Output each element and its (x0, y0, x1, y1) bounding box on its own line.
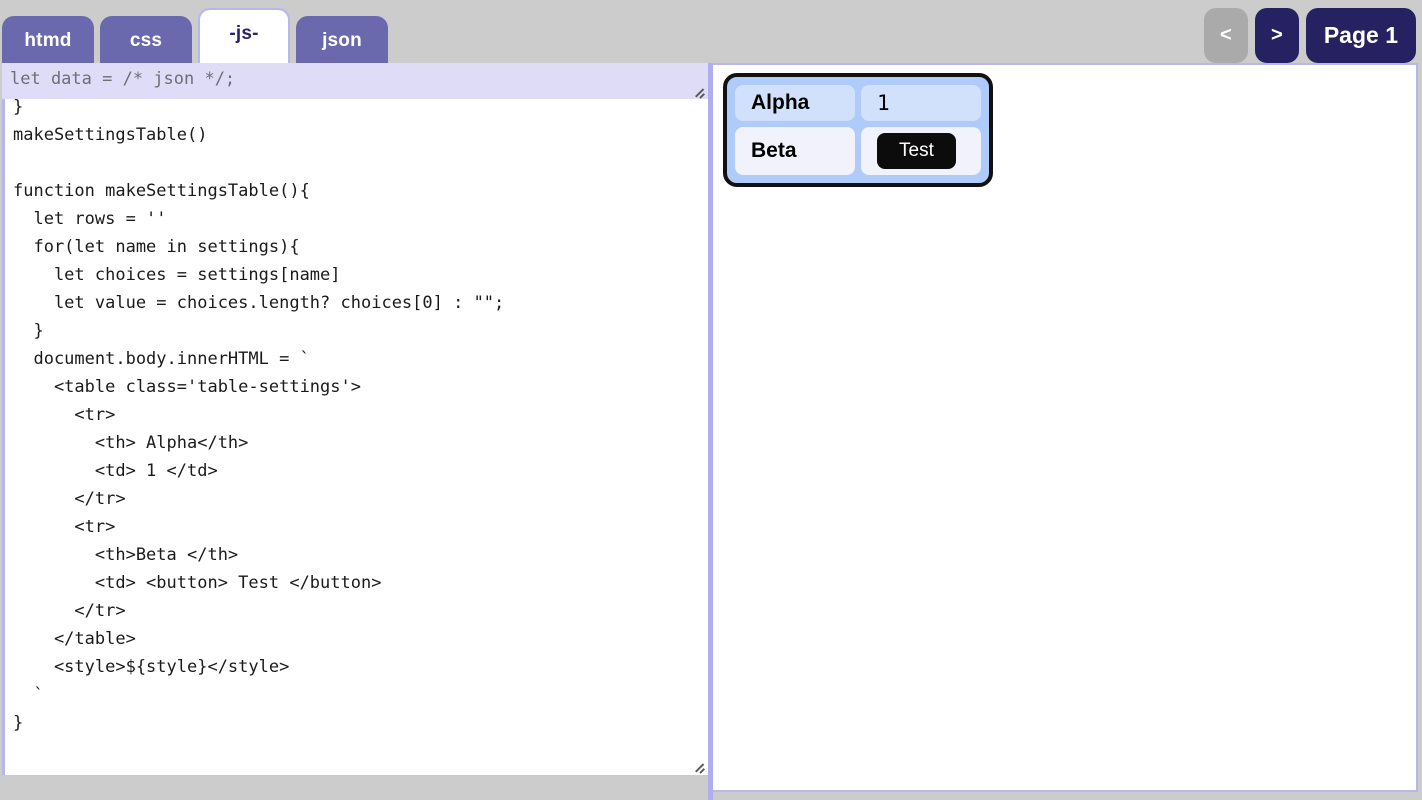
tab-js[interactable]: -js- (198, 8, 290, 71)
table-row: Alpha 1 (735, 85, 981, 121)
app-header: htmd css -js- json < > Page 1 (0, 0, 1422, 71)
settings-table: Alpha 1 Beta Test (723, 73, 993, 187)
header-code-textarea[interactable] (2, 63, 708, 99)
next-page-button[interactable]: > (1254, 8, 1299, 63)
code-editor-textarea[interactable] (2, 63, 708, 775)
page-indicator-button[interactable]: Page 1 (1305, 8, 1416, 63)
setting-value-beta: Test (861, 127, 981, 175)
test-button[interactable]: Test (877, 133, 956, 169)
preview-pane: Alpha 1 Beta Test (713, 63, 1418, 792)
preview-document-body: Alpha 1 Beta Test (713, 65, 1416, 790)
code-editor-wrapper (2, 63, 708, 775)
header-code-wrapper (2, 63, 708, 99)
tab-css[interactable]: css (100, 16, 192, 71)
setting-value-alpha: 1 (861, 85, 981, 121)
tab-json[interactable]: json (296, 16, 388, 71)
settings-table-body: Alpha 1 Beta Test (735, 85, 981, 175)
setting-name-beta: Beta (735, 127, 855, 175)
setting-name-alpha: Alpha (735, 85, 855, 121)
editor-tabstrip: htmd css -js- json (0, 8, 388, 71)
prev-page-button[interactable]: < (1203, 8, 1248, 63)
tab-htmd[interactable]: htmd (2, 16, 94, 71)
pane-splitter[interactable] (708, 63, 713, 800)
table-row: Beta Test (735, 127, 981, 175)
main-split-area: Alpha 1 Beta Test (0, 63, 1422, 800)
editor-pane (0, 63, 710, 800)
pager-controls: < > Page 1 (1203, 8, 1416, 63)
